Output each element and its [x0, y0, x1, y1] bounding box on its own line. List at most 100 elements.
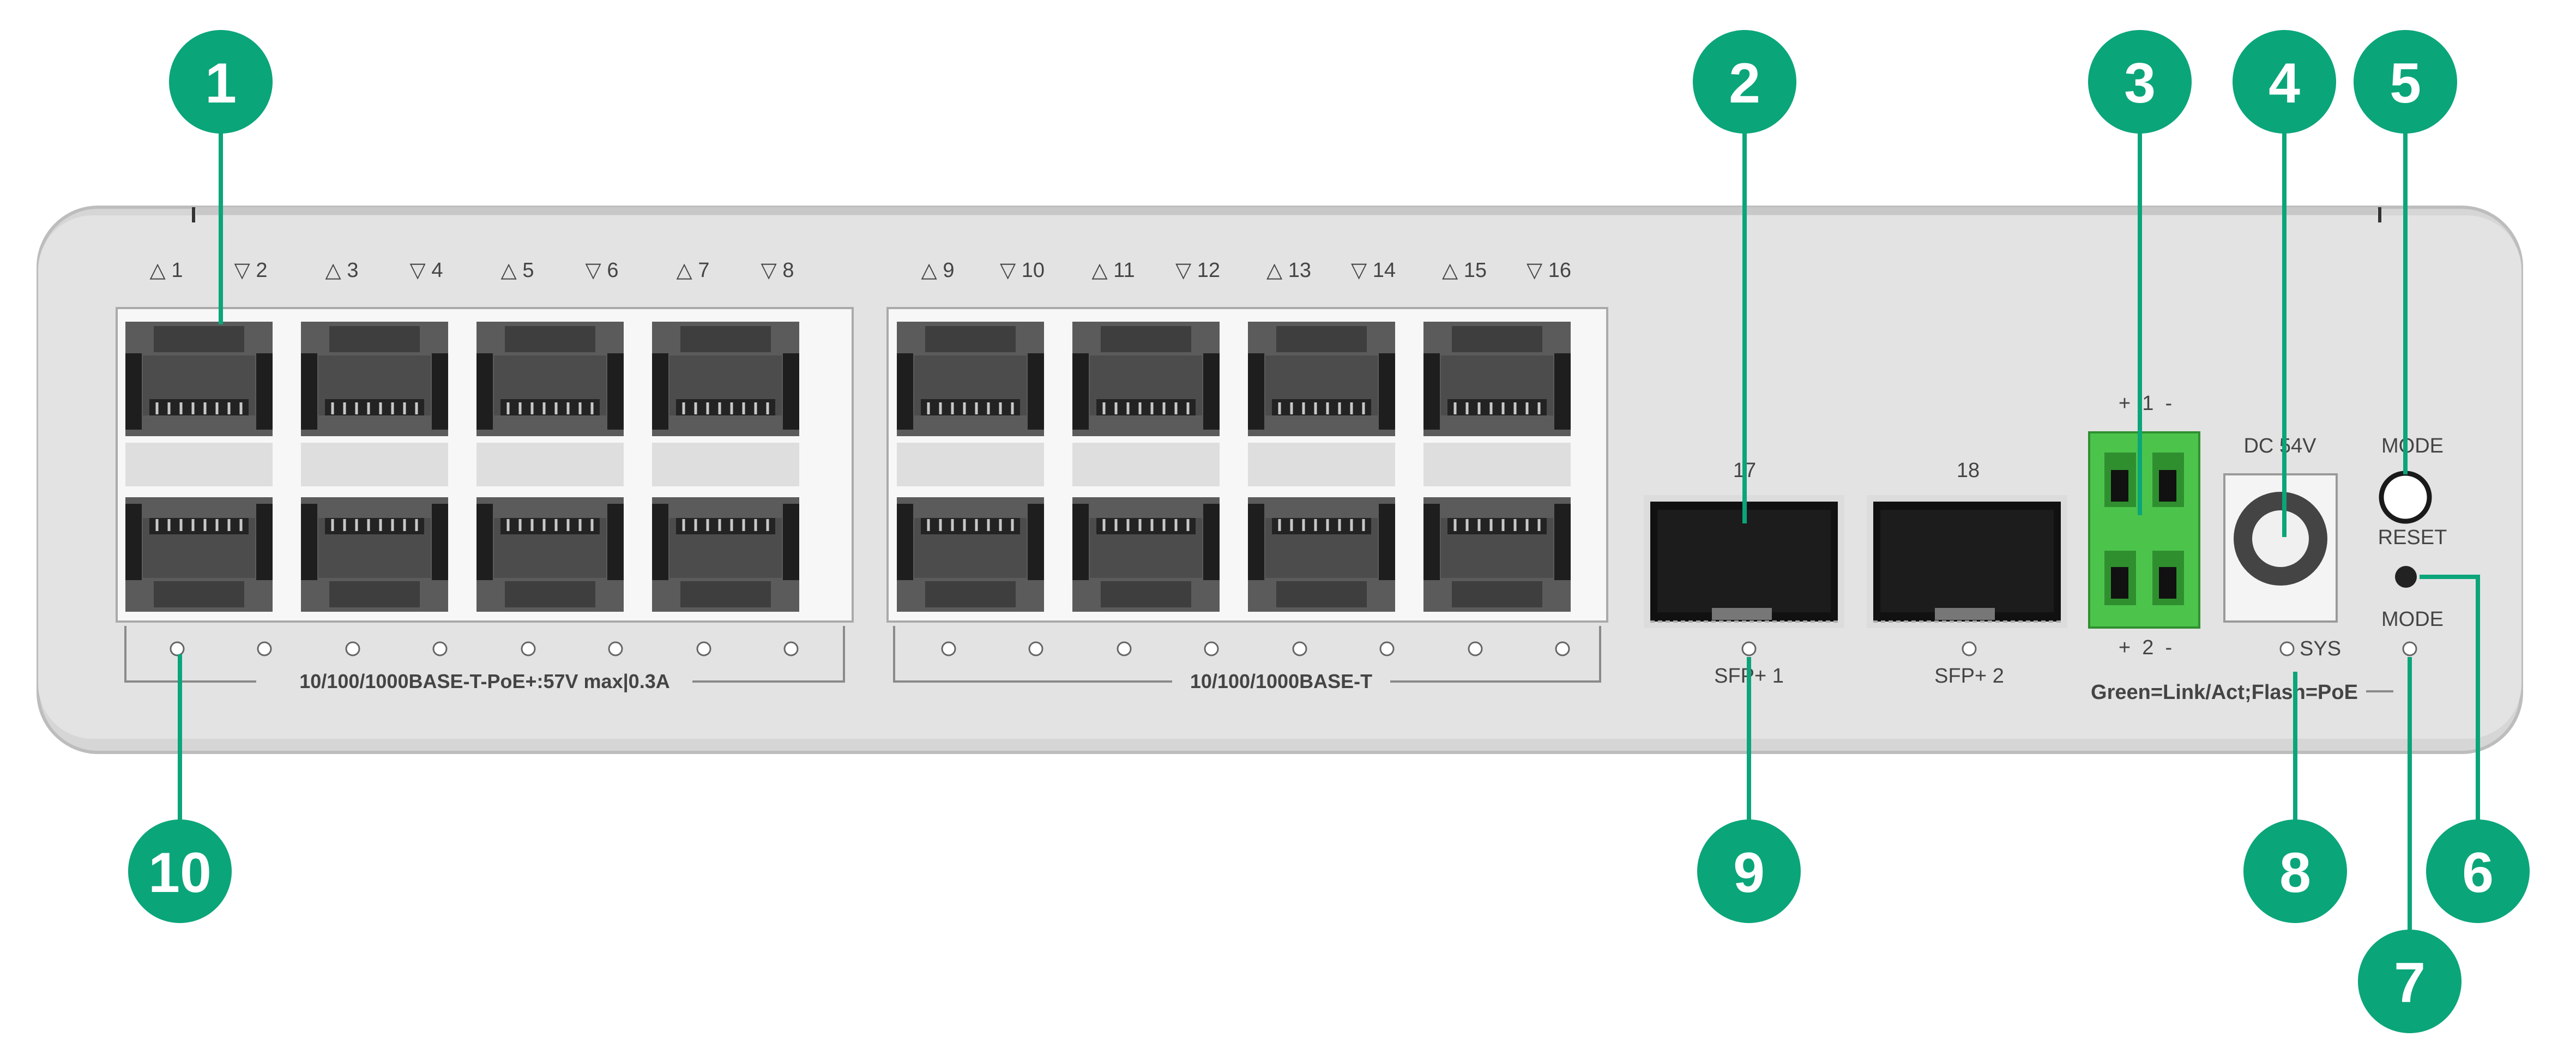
port-led: [1028, 641, 1043, 656]
mode-led: [2402, 641, 2417, 656]
sfp-port-2[interactable]: [1867, 495, 2067, 628]
port-led: [696, 641, 711, 656]
port-separator-strip: [1248, 443, 1395, 486]
svg-text:1: 1: [205, 52, 237, 115]
svg-text:3: 3: [2124, 52, 2156, 115]
port-number-label: ▽ 14: [1351, 259, 1396, 282]
sys-led: [2279, 641, 2295, 656]
port-separator-strip: [897, 443, 1044, 486]
port-separator-strip: [125, 443, 273, 486]
port-number-label: ▽ 8: [761, 259, 794, 282]
callout-3: 3: [2088, 30, 2192, 134]
callout-4: 4: [2233, 30, 2336, 134]
rj45-port-14[interactable]: [1248, 497, 1395, 612]
mode-led-label: MODE: [2381, 608, 2444, 631]
dc-power-jack[interactable]: [2223, 473, 2338, 623]
rj45-port-10[interactable]: [897, 497, 1044, 612]
port-led: [432, 641, 448, 656]
sfp-port-2-number: 18: [1957, 459, 1980, 482]
port-number-label: △ 5: [501, 259, 534, 282]
port-led: [1204, 641, 1219, 656]
rj45-port-15[interactable]: [1423, 322, 1571, 436]
port-led: [608, 641, 623, 656]
rj45-port-11[interactable]: [1072, 322, 1220, 436]
port-led: [941, 641, 956, 656]
callout-10: 10: [128, 819, 232, 923]
port-number-label: ▽ 10: [1000, 259, 1045, 282]
port-number-label: △ 9: [921, 259, 955, 282]
port-led: [1117, 641, 1132, 656]
rj45-port-5[interactable]: [476, 322, 624, 436]
svg-text:9: 9: [1733, 841, 1765, 905]
sfp-port-2-led: [1962, 641, 1977, 656]
port-led: [345, 641, 360, 656]
sfp-port-1-led: [1741, 641, 1757, 656]
port-led: [257, 641, 272, 656]
port-number-label: △ 15: [1442, 259, 1487, 282]
rj45-port-8[interactable]: [652, 497, 799, 612]
port-number-label: ▽ 16: [1527, 259, 1571, 282]
port-separator-strip: [476, 443, 624, 486]
power-jack-label: DC 54V: [2243, 435, 2316, 457]
svg-text:10: 10: [148, 841, 212, 905]
port-number-label: △ 3: [325, 259, 359, 282]
port-number-label: △ 1: [150, 259, 183, 282]
mode-button-label: MODE: [2381, 435, 2444, 457]
port-number-label: △ 13: [1266, 259, 1311, 282]
port-led: [783, 641, 799, 656]
port-number-label: ▽ 6: [586, 259, 619, 282]
port-led: [1379, 641, 1395, 656]
port-number-label: ▽ 4: [410, 259, 443, 282]
reset-button-hole[interactable]: [2395, 566, 2417, 588]
callout-8: 8: [2243, 819, 2347, 923]
rj45-port-4[interactable]: [301, 497, 448, 612]
port-separator-strip: [1072, 443, 1220, 486]
port-led: [170, 641, 185, 656]
port-number-label: △ 7: [677, 259, 710, 282]
led-legend: Green=Link/Act;Flash=PoE: [2091, 681, 2358, 704]
rj45-port-1[interactable]: [125, 322, 273, 436]
svg-text:5: 5: [2390, 52, 2421, 115]
callout-1: 1: [169, 30, 273, 134]
callout-6: 6: [2426, 819, 2530, 923]
callout-7: 7: [2358, 930, 2462, 1033]
port-number-label: △ 11: [1091, 259, 1135, 282]
rj45-port-13[interactable]: [1248, 322, 1395, 436]
power-terminal-block[interactable]: [2088, 431, 2200, 629]
port-group-1-label: 10/100/1000BASE-T-PoE+:57V max|0.3A: [299, 670, 669, 693]
port-separator-strip: [652, 443, 799, 486]
callout-2: 2: [1693, 30, 1796, 134]
terminal-top-label: + 1 -: [2119, 392, 2172, 415]
port-number-label: ▽ 2: [234, 259, 268, 282]
port-led: [1468, 641, 1483, 656]
svg-text:2: 2: [1729, 52, 1760, 115]
rj45-port-12[interactable]: [1072, 497, 1220, 612]
terminal-bottom-label: + 2 -: [2119, 636, 2172, 659]
svg-text:4: 4: [2269, 52, 2300, 115]
port-led: [1555, 641, 1570, 656]
chassis-top-edge: [196, 207, 2377, 215]
rj45-port-7[interactable]: [652, 322, 799, 436]
port-group-2-label: 10/100/1000BASE-T: [1190, 670, 1372, 692]
svg-text:6: 6: [2462, 841, 2494, 905]
rj45-port-2[interactable]: [125, 497, 273, 612]
callout-leaders: [178, 117, 2480, 946]
port-led: [521, 641, 536, 656]
port-separator-strip: [301, 443, 448, 486]
callout-5: 5: [2354, 30, 2457, 134]
rj45-port-3[interactable]: [301, 322, 448, 436]
svg-text:8: 8: [2279, 841, 2311, 905]
rj45-port-6[interactable]: [476, 497, 624, 612]
sys-led-label: SYS: [2300, 637, 2341, 660]
reset-label: RESET: [2378, 526, 2447, 549]
port-separator-strip: [1423, 443, 1571, 486]
port-led: [1292, 641, 1307, 656]
rj45-port-16[interactable]: [1423, 497, 1571, 612]
port-number-label: ▽ 12: [1175, 259, 1220, 282]
mode-button[interactable]: [2379, 471, 2432, 524]
svg-text:7: 7: [2394, 951, 2426, 1015]
callout-9: 9: [1697, 819, 1801, 923]
rj45-port-9[interactable]: [897, 322, 1044, 436]
sfp-port-2-label: SFP+ 2: [1934, 665, 2004, 688]
